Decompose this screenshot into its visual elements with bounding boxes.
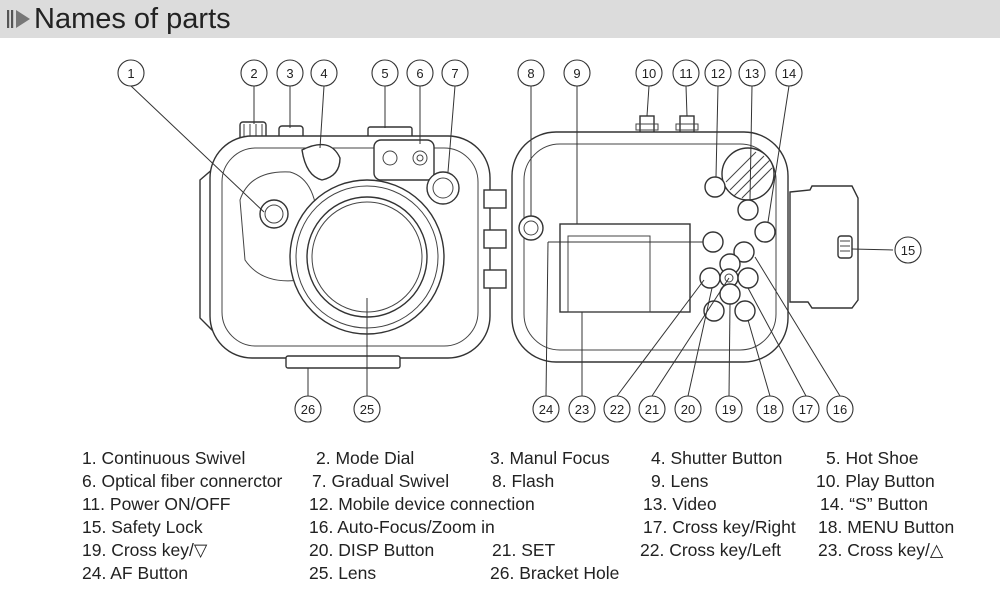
callout-22: 22	[603, 395, 631, 423]
legend-item: 17. Cross key/Right	[643, 517, 796, 537]
svg-text:20: 20	[681, 402, 695, 417]
callout-8: 8	[517, 59, 545, 87]
callout-7: 7	[441, 59, 469, 87]
callout-10: 10	[635, 59, 663, 87]
callout-6: 6	[406, 59, 434, 87]
svg-text:15: 15	[901, 243, 915, 258]
legend-item: 14. “S” Button	[820, 494, 928, 514]
housing-diagram: 1 2 3 4 5 6 7 8 9 10 11 12 13 14 15 16 1…	[117, 59, 922, 423]
front-view-housing	[199, 121, 507, 369]
leader-lines	[130, 85, 894, 397]
svg-text:25: 25	[360, 402, 374, 417]
legend-item: 24. AF Button	[82, 563, 189, 583]
legend-item: 2. Mode Dial	[316, 448, 415, 468]
legend-item: 7. Gradual Swivel	[312, 471, 450, 491]
callout-17: 17	[792, 395, 820, 423]
svg-text:17: 17	[799, 402, 813, 417]
legend-item: 23. Cross key/△	[818, 540, 944, 560]
legend-item: 11. Power ON/OFF	[82, 494, 231, 514]
svg-text:5: 5	[381, 66, 388, 81]
svg-text:9: 9	[573, 66, 580, 81]
legend-item: 25. Lens	[309, 563, 377, 583]
svg-text:13: 13	[745, 66, 759, 81]
page-title: Names of parts	[34, 3, 231, 35]
svg-text:16: 16	[833, 402, 847, 417]
callout-25: 25	[353, 395, 381, 423]
callout-13: 13	[738, 59, 766, 87]
legend-item: 13. Video	[643, 494, 717, 514]
svg-text:14: 14	[782, 66, 796, 81]
double-bar-triangle-icon	[7, 10, 30, 28]
svg-text:26: 26	[301, 402, 315, 417]
svg-text:2: 2	[250, 66, 257, 81]
legend-item: 16. Auto-Focus/Zoom in	[309, 517, 495, 537]
callout-19: 19	[715, 395, 743, 423]
svg-text:3: 3	[286, 66, 293, 81]
legend-item: 21. SET	[492, 540, 556, 560]
legend-item: 18. MENU Button	[818, 517, 955, 537]
callout-18: 18	[756, 395, 784, 423]
svg-text:21: 21	[645, 402, 659, 417]
callout-21: 21	[638, 395, 666, 423]
svg-text:18: 18	[763, 402, 777, 417]
back-view-housing	[511, 115, 859, 363]
callout-14: 14	[775, 59, 803, 87]
callout-3: 3	[276, 59, 304, 87]
legend-item: 22. Cross key/Left	[640, 540, 782, 560]
legend-item: 20. DISP Button	[309, 540, 435, 560]
svg-text:6: 6	[416, 66, 423, 81]
legend-item: 5. Hot Shoe	[826, 448, 919, 468]
callout-20: 20	[674, 395, 702, 423]
callout-16: 16	[826, 395, 854, 423]
legend-item: 15. Safety Lock	[82, 517, 203, 537]
callout-5: 5	[371, 59, 399, 87]
parts-legend: 1. Continuous Swivel 2. Mode Dial 3. Man…	[0, 444, 1000, 589]
legend-item: 10. Play Button	[816, 471, 935, 491]
legend-item: 4. Shutter Button	[651, 448, 783, 468]
legend-item: 3. Manul Focus	[490, 448, 610, 468]
legend-item: 12. Mobile device connection	[309, 494, 535, 514]
callout-1: 1	[117, 59, 145, 87]
callout-2: 2	[240, 59, 268, 87]
callout-24: 24	[532, 395, 560, 423]
legend-item: 1. Continuous Swivel	[82, 448, 246, 468]
svg-text:19: 19	[722, 402, 736, 417]
callout-15: 15	[894, 236, 922, 264]
svg-text:12: 12	[711, 66, 725, 81]
svg-text:22: 22	[610, 402, 624, 417]
callout-4: 4	[310, 59, 338, 87]
legend-item: 26. Bracket Hole	[490, 563, 620, 583]
legend-item: 6. Optical fiber connerctor	[82, 471, 283, 491]
callout-9: 9	[563, 59, 591, 87]
svg-text:10: 10	[642, 66, 656, 81]
header-bar: Names of parts	[0, 0, 1000, 38]
callout-12: 12	[704, 59, 732, 87]
legend-item: 8. Flash	[492, 471, 555, 491]
svg-text:7: 7	[451, 66, 458, 81]
callout-23: 23	[568, 395, 596, 423]
callout-11: 11	[672, 59, 700, 87]
legend-item: 19. Cross key/▽	[82, 540, 208, 560]
svg-text:8: 8	[527, 66, 534, 81]
svg-text:24: 24	[539, 402, 553, 417]
svg-text:4: 4	[320, 66, 327, 81]
svg-text:1: 1	[127, 66, 134, 81]
svg-text:11: 11	[679, 66, 693, 81]
callout-26: 26	[294, 395, 322, 423]
legend-item: 9. Lens	[651, 471, 709, 491]
svg-text:23: 23	[575, 402, 589, 417]
